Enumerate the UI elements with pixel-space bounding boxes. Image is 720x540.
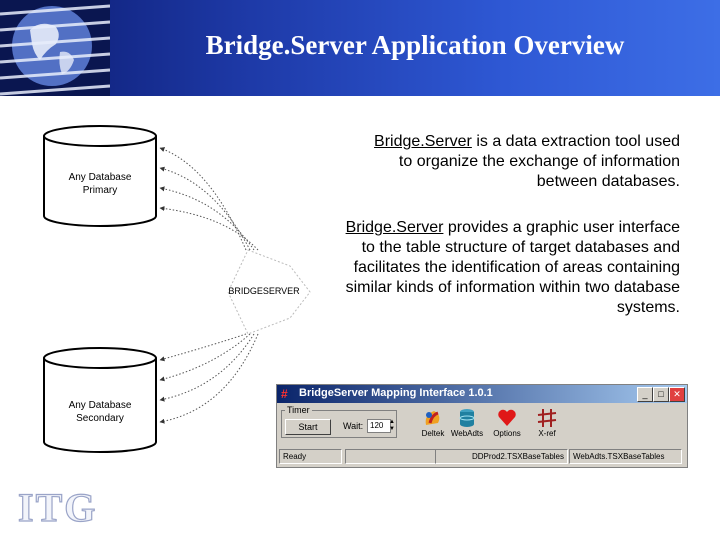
window-title: BridgeServer Mapping Interface 1.0.1 (299, 387, 493, 399)
wait-spinner[interactable]: ▲▼ (389, 419, 395, 432)
db-secondary-label-1: Any Database (69, 400, 132, 411)
status-bar: Ready DDProd2.TSXBaseTables WebAdts.TSXB… (279, 449, 683, 464)
db-secondary-label-2: Secondary (76, 413, 124, 424)
options-label: Options (493, 429, 521, 438)
status-target-table: WebAdts.TSXBaseTables (569, 449, 682, 464)
description-paragraph-1: Bridge.Server is a data extraction tool … (360, 132, 680, 192)
timer-group (281, 410, 397, 438)
maximize-button[interactable]: □ (653, 387, 669, 402)
database-primary: Any Database Primary (43, 125, 157, 227)
status-ready: Ready (279, 449, 342, 464)
paragraph-2-text: provides a graphic user interface to the… (345, 219, 680, 316)
app-window: # BridgeServer Mapping Interface 1.0.1 _… (276, 384, 688, 468)
description-paragraph-2: Bridge.Server provides a graphic user in… (330, 218, 680, 318)
deltek-button[interactable]: Deltek (415, 407, 451, 443)
database-secondary: Any Database Secondary (43, 347, 157, 453)
timer-label: Timer (285, 405, 312, 415)
start-button[interactable]: Start (285, 419, 331, 435)
close-button[interactable]: ✕ (669, 387, 685, 402)
deltek-label: Deltek (421, 429, 445, 438)
connector-arrows-primary (159, 147, 259, 251)
database-icon (459, 409, 475, 427)
bridgeserver-label: BRIDGESERVER (228, 286, 300, 296)
app-icon: # (281, 387, 288, 401)
webadts-button[interactable]: WebAdts (449, 407, 485, 443)
wait-label: Wait: (343, 421, 364, 431)
page-title: Bridge.Server Application Overview (205, 30, 625, 60)
status-empty (345, 449, 436, 464)
xref-icon (537, 409, 557, 427)
db-primary-label-2: Primary (83, 185, 117, 196)
minimize-button[interactable]: _ (637, 387, 653, 402)
slide-header: Bridge.Server Application Overview (0, 0, 720, 96)
xref-button[interactable]: X-ref (529, 407, 565, 443)
itg-logo: ITG (17, 484, 98, 530)
heart-icon (498, 409, 516, 426)
status-source-table: DDProd2.TSXBaseTables (435, 449, 568, 464)
globe-graphic (0, 0, 110, 96)
product-name: Bridge.Server (345, 219, 444, 236)
options-button[interactable]: Options (489, 407, 525, 443)
webadts-label: WebAdts (450, 429, 484, 438)
connector-arrows-secondary (159, 333, 259, 424)
db-primary-label-1: Any Database (69, 172, 132, 183)
xref-label: X-ref (538, 429, 556, 438)
deltek-icon (425, 411, 440, 425)
product-name: Bridge.Server (374, 133, 472, 150)
bridgeserver-node: BRIDGESERVER (227, 249, 311, 335)
wait-input[interactable]: 120 (367, 419, 391, 433)
paragraph-1-text: is a data extraction tool used to organi… (398, 133, 680, 190)
architecture-diagram: Any Database Primary Any Database Second… (0, 96, 340, 476)
window-titlebar: # BridgeServer Mapping Interface 1.0.1 _… (277, 385, 687, 403)
